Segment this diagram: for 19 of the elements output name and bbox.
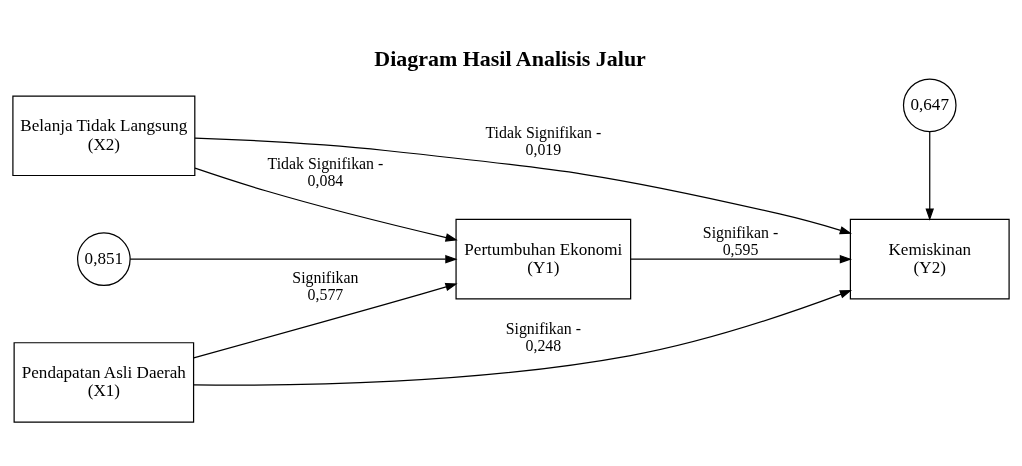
arrow — [194, 136, 852, 234]
node-box: Belanja Tidak Langsung (X2) — [12, 95, 196, 176]
edge-label: Signifikan - 0,595 — [702, 223, 779, 258]
node-circle: 0,851 — [77, 231, 131, 286]
node-box: Pendapatan Asli Daerah (X1) — [13, 341, 195, 423]
arrow — [194, 167, 458, 242]
edge-label: Tidak Signifikan - 0,019 — [485, 123, 602, 158]
arrow — [193, 289, 853, 386]
arrow — [925, 130, 935, 221]
diagram-title: Diagram Hasil Analisis Jalur — [374, 45, 646, 71]
edge-label: Tidak Signifikan - 0,084 — [267, 154, 384, 189]
edge-label: Signifikan - 0,248 — [505, 319, 582, 354]
node-box: Kemiskinan (Y2) — [849, 218, 1010, 299]
node-circle: 0,647 — [902, 77, 957, 132]
node-box: Pertumbuhan Ekonomi (Y1) — [455, 218, 632, 299]
edge-label: Signifikan 0,577 — [292, 268, 359, 303]
arrow — [129, 254, 458, 263]
arrow — [630, 254, 852, 263]
arrow — [193, 282, 458, 359]
